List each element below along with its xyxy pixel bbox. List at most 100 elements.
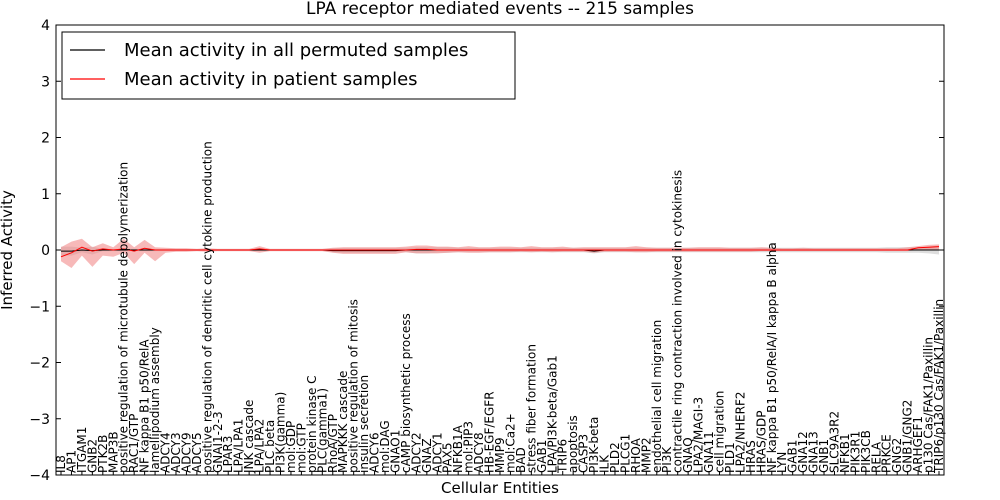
category-label: JNK cascade	[242, 400, 256, 474]
y-tick-label: −4	[29, 468, 50, 484]
y-tick-label: 3	[41, 74, 50, 90]
category-label: LPA2/MAGI-3	[692, 397, 706, 473]
category-label: ADCY4	[159, 432, 173, 473]
category-label: ADCY1	[430, 432, 444, 473]
category-label: GNAZ	[420, 438, 434, 473]
category-label: HB-EGF/EGFR	[483, 391, 497, 473]
category-label: ILK	[598, 454, 612, 473]
category-label: MAP3B	[106, 431, 120, 473]
category-label: IL8	[54, 455, 68, 473]
category-label: RAC1/GTP	[127, 414, 141, 473]
legend: Mean activity in all permuted samples Me…	[61, 31, 516, 100]
category-label: mol:GDP	[284, 421, 298, 473]
category-label: PAX5	[441, 442, 455, 473]
category-label: RHOA	[629, 437, 643, 473]
category-label: PRKCE	[880, 434, 894, 473]
category-label: positive regulation of mitosis	[347, 299, 361, 473]
y-tick-label: −1	[29, 299, 50, 315]
category-label: apoptosis	[566, 415, 580, 473]
legend-box	[61, 31, 516, 100]
line-patient	[60, 246, 940, 258]
category-label: HRAS	[744, 440, 758, 473]
category-label: TRIP6	[556, 439, 570, 474]
category-label: NF kappa B1 p50/RelA/I kappa B alpha	[765, 242, 779, 473]
chart-title: LPA receptor mediated events -- 215 samp…	[306, 0, 694, 19]
category-label: GNA12	[796, 431, 810, 473]
legend-label-patient: Mean activity in patient samples	[124, 69, 418, 90]
category-label: NFKB1	[838, 433, 852, 473]
category-label: AP1	[65, 450, 79, 473]
y-axis-title: Inferred Activity	[0, 190, 16, 310]
category-label: GNAI1-2-3	[211, 411, 225, 473]
category-label: PLC beta	[263, 420, 277, 473]
category-label: LPA/LPA1	[232, 419, 246, 473]
category-label: ADCY5	[190, 432, 204, 473]
category-label: ITGAM1	[75, 427, 89, 473]
category-label: PIK3CB	[859, 430, 873, 473]
category-label: GAB1	[535, 440, 549, 473]
category-label: CASP3	[577, 434, 591, 473]
category-label: LYN	[775, 452, 789, 473]
category-label: PTK2B	[96, 435, 110, 473]
category-label: contractile ring contraction involved in…	[671, 170, 685, 473]
category-label: HRAS/GDP	[754, 410, 768, 473]
category-label: positive regulation of dendritic cell cy…	[200, 141, 214, 473]
category-label: ADCY6	[368, 432, 382, 473]
y-tick-label: 1	[41, 187, 50, 203]
category-label: GNAQ	[681, 437, 695, 473]
band-patient	[61, 238, 939, 268]
category-label: MMP9	[493, 437, 507, 473]
category-label: RhoA/GTP	[326, 414, 340, 473]
y-tick-label: −3	[29, 412, 50, 428]
category-label: LPA/PI3K-beta/Gab1	[545, 355, 559, 473]
y-ticks: −4 −3 −2 −1 0 1 2 3 4	[29, 18, 944, 484]
category-label: cAMP biosynthetic process	[399, 313, 413, 473]
category-label: mol:DAG	[378, 420, 392, 473]
confidence-bands	[61, 238, 939, 268]
category-label: ADCY8	[472, 432, 486, 473]
category-label: SLC9A3R2	[828, 411, 842, 473]
plot-frame	[55, 24, 945, 476]
category-label: GNB1/GNG2	[901, 400, 915, 473]
category-label: GNAO1	[389, 430, 403, 473]
category-label: p130 Cas/FAK1/Paxillin	[922, 337, 936, 473]
category-label: insulin secretion	[357, 375, 371, 473]
category-label: PI3K	[660, 446, 674, 473]
category-label: GNA11	[702, 431, 716, 473]
category-label: PLD1	[723, 442, 737, 473]
category-label: mol:PIP3	[462, 421, 476, 473]
category-label: GNG2	[890, 438, 904, 473]
category-label: GNB1	[817, 439, 831, 473]
category-label: RELA	[869, 441, 883, 473]
category-label: NFKB1A	[451, 424, 465, 473]
category-label: NF kappa B1 p50/RelA	[138, 339, 152, 473]
category-label: ADCY9	[179, 432, 193, 473]
category-label: PLC(gamma1)	[315, 388, 329, 473]
category-label: LPAR3	[221, 436, 235, 473]
series-lines	[60, 246, 940, 258]
category-label: MMP2	[639, 437, 653, 473]
category-label: positive regulation of microtubule depol…	[117, 162, 131, 473]
category-label: cell migration	[713, 391, 727, 473]
category-label: stress fiber formation	[524, 344, 538, 473]
category-label: PIK3R1	[848, 431, 862, 473]
y-tick-label: 4	[41, 18, 50, 34]
category-label: GNA13	[807, 431, 821, 473]
y-tick-label: 2	[41, 131, 50, 147]
category-label: GNB2	[85, 439, 99, 473]
category-label: PLD2	[608, 442, 622, 473]
category-label: LPA/LPA2	[253, 419, 267, 473]
x-axis-title: Cellular Entities	[441, 479, 559, 497]
category-label: ADCY3	[169, 432, 183, 473]
category-label: mol:Ca2+	[504, 413, 518, 473]
category-label: GAB1	[786, 440, 800, 473]
category-label: BAD	[514, 447, 528, 473]
category-label: endothelial cell migration	[650, 320, 664, 473]
category-label: ARHGEF1	[911, 416, 925, 473]
category-label: PI3K(gamma)	[274, 392, 288, 473]
category-label: mol:GTP	[294, 423, 308, 473]
category-label: MAPKKK cascade	[336, 371, 350, 473]
y-tick-label: 0	[41, 243, 50, 259]
y-tick-label: −2	[29, 356, 50, 372]
